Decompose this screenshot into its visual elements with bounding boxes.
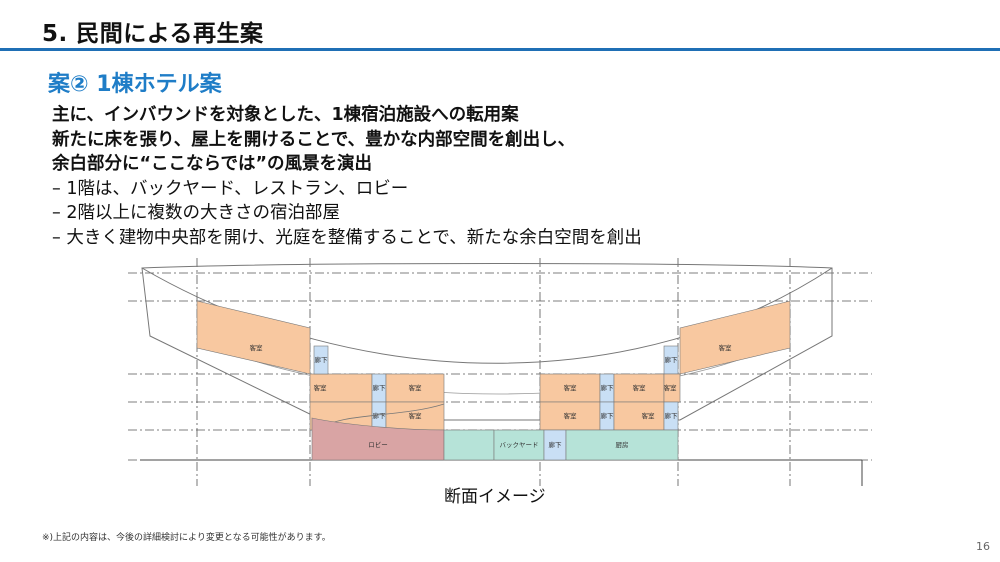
description-line: 余白部分に“ここならでは”の風景を演出	[52, 154, 372, 174]
corridor-label: 廊下	[549, 440, 563, 449]
room-guest	[539, 373, 601, 403]
corridor-label: 廊下	[665, 411, 679, 420]
bullet-floor1: – 1階は、バックヤード、レストラン、ロビー	[52, 178, 409, 199]
bullet-upper-floors: – 2階以上に複数の大きさの宿泊部屋	[52, 203, 340, 223]
room-label: 客室	[314, 383, 328, 392]
room-label: 客室	[409, 383, 423, 392]
kitchen-label: 厨房	[616, 440, 629, 449]
backyard-label: バックヤード	[500, 441, 539, 449]
corridor-label: 廊下	[315, 355, 329, 364]
title-divider	[0, 48, 1000, 51]
room-label: 客室	[664, 383, 678, 392]
room-guest-left-large	[196, 300, 311, 375]
room-label: 客室	[719, 343, 733, 352]
room-guest	[613, 401, 665, 431]
corridor-label: 廊下	[373, 411, 387, 420]
room-guest-right-large	[679, 300, 791, 375]
room-guest	[539, 401, 601, 431]
description-text: 主に、インバウンドを対象とした、1棟宿泊施設への転用案 新たに床を張り、屋上を開…	[52, 103, 992, 250]
footnote: ※)上記の内容は、今後の詳細検討により変更となる可能性があります。	[42, 533, 331, 543]
room-label: 客室	[633, 383, 647, 392]
room-guest	[385, 373, 445, 403]
corridor-label: 廊下	[601, 411, 615, 420]
inner-bowl	[227, 351, 761, 395]
corridor-label: 廊下	[601, 383, 615, 392]
room-guest	[613, 373, 665, 403]
corridor-label: 廊下	[665, 355, 679, 364]
description-line: 新たに床を張り、屋上を開けることで、豊かな内部空間を創出し、	[52, 129, 576, 150]
room-label: 客室	[250, 343, 264, 352]
room-guest	[309, 373, 373, 403]
corridor-label: 廊下	[373, 383, 387, 392]
corridor	[313, 345, 329, 375]
room-label: 客室	[564, 411, 578, 420]
room-label: 客室	[409, 411, 423, 420]
description-line: 主に、インバウンドを対象とした、1棟宿泊施設への転用案	[52, 105, 519, 125]
section-title: 案② 1棟ホテル案	[48, 72, 222, 97]
room-backyard	[443, 429, 495, 461]
page-number: 16	[976, 540, 990, 553]
bullet-light-court: – 大きく建物中央部を開け、光庭を整備することで、新たな余白空間を創出	[52, 227, 642, 248]
room-label: 客室	[642, 411, 656, 420]
room-label: 客室	[564, 383, 578, 392]
room-kitchen	[565, 429, 679, 461]
diagram-caption: 断面イメージ	[444, 487, 546, 507]
lobby-label: ロビー	[368, 440, 388, 449]
slide-title: 5. 民間による再生案	[42, 21, 264, 47]
